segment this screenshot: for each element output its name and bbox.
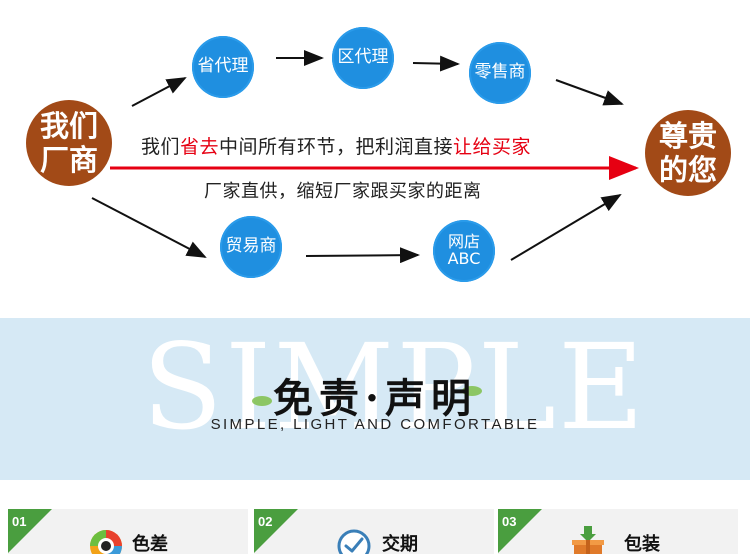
card-corner-triangle <box>498 509 542 553</box>
arrow-district-to-retailer <box>412 55 460 72</box>
trader-node: 贸易商 <box>220 216 282 278</box>
online-shop-node: 网店 ABC <box>433 220 495 282</box>
card-number: 02 <box>258 514 273 529</box>
direct-supply-message: 我们省去中间所有环节，把利润直接让给买家 <box>141 132 531 159</box>
banner-watermark: SIMPLE <box>142 318 647 456</box>
distribution-flow-diagram: 我们 厂商 尊贵 的您 省代理 区代理 零售商 贸易商 网店 ABC 我们省去中… <box>26 27 731 282</box>
card-packaging: 03 包装 <box>498 509 738 554</box>
decorative-green-blot-left <box>252 396 272 406</box>
retailer-label: 零售商 <box>474 62 526 83</box>
card-label: 色差 <box>132 534 168 554</box>
message-part-1: 我们 <box>141 136 181 158</box>
direct-supply-subtext: 厂家直供，缩短厂家跟买家的距离 <box>204 181 482 202</box>
decorative-green-blot-right <box>462 386 482 396</box>
factory-label-line-2: 厂商 <box>39 143 98 177</box>
district-agent-node: 区代理 <box>332 27 394 89</box>
banner-title: 免责·声明 <box>273 375 477 422</box>
factory-label-line-1: 我们 <box>39 108 98 143</box>
card-color-difference: 01 色差 <box>8 509 248 554</box>
package-box-icon <box>572 526 604 554</box>
online-shop-label-line-2: ABC <box>447 249 481 268</box>
customer-node: 尊贵 的您 <box>645 110 731 196</box>
arrow-online-shop-to-customer <box>510 193 622 261</box>
card-corner-triangle <box>8 509 52 553</box>
clock-icon <box>337 529 371 554</box>
arrow-trader-to-online-shop <box>305 247 420 264</box>
district-agent-label: 区代理 <box>337 47 389 68</box>
message-part-3: 中间所有环节，把利润直接 <box>219 136 454 158</box>
message-part-4-highlight: 让给买家 <box>453 136 532 158</box>
banner-subtitle: SIMPLE, LIGHT AND COMFORTABLE <box>210 416 540 433</box>
retailer-node: 零售商 <box>469 42 531 104</box>
card-label: 交期 <box>382 534 418 554</box>
customer-label-line-2: 的您 <box>658 153 717 187</box>
arrow-factory-to-trader <box>91 197 207 258</box>
card-label: 包装 <box>624 534 660 554</box>
customer-label-line-1: 尊贵 <box>658 118 717 153</box>
online-shop-label-line-1: 网店 <box>447 232 480 252</box>
card-corner-triangle <box>254 509 298 553</box>
trader-label: 贸易商 <box>225 236 277 257</box>
arrow-factory-to-province <box>131 77 187 107</box>
card-number: 01 <box>12 514 27 529</box>
factory-node: 我们 厂商 <box>26 100 112 186</box>
camera-lens-icon <box>90 530 122 554</box>
disclaimer-banner: SIMPLE 免责·声明 SIMPLE, LIGHT AND COMFORTAB… <box>0 318 750 480</box>
arrow-retailer-to-customer <box>555 79 624 106</box>
card-number: 03 <box>502 514 517 529</box>
card-delivery-time: 02 交期 <box>254 509 494 554</box>
flow-arrows <box>91 50 639 264</box>
province-agent-node: 省代理 <box>192 36 254 98</box>
message-part-2-highlight: 省去 <box>180 136 220 158</box>
province-agent-label: 省代理 <box>197 56 249 77</box>
disclaimer-cards: 01 色差 02 交期 03 包装 <box>0 480 750 554</box>
